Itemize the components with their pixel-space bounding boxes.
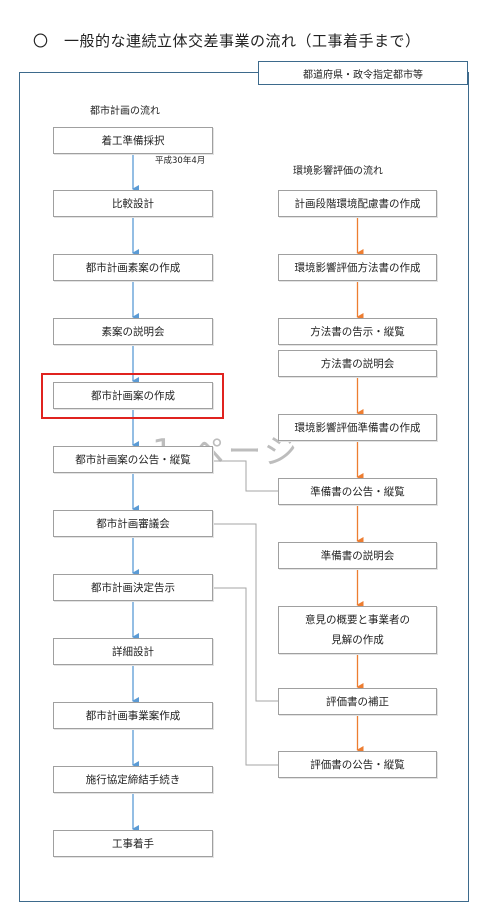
left-step-box: 都市計画事業案作成 [53, 702, 213, 729]
link-public-notice [213, 460, 278, 492]
right-step-box: 環境影響評価方法書の作成 [278, 254, 437, 281]
left-step-box: 比較設計 [53, 190, 213, 217]
left-step-box: 都市計画決定告示 [53, 574, 213, 601]
left-step-box: 素案の説明会 [53, 318, 213, 345]
cross-links [213, 460, 278, 766]
left-step-box: 詳細設計 [53, 638, 213, 665]
right-step-box: 準備書の説明会 [278, 542, 437, 569]
left-step-box: 施行協定締結手続き [53, 766, 213, 793]
left-step-box: 都市計画審議会 [53, 510, 213, 537]
link-council [213, 523, 278, 702]
left-step-box: 都市計画案の作成 [53, 382, 213, 409]
outer-frame [19, 72, 469, 902]
right-step-box: 環境影響評価準備書の作成 [278, 414, 437, 441]
right-step-box: 方法書の説明会 [278, 350, 437, 377]
right-step-box: 方法書の告示・縦覧 [278, 318, 437, 345]
owner-label: 都道府県・政令指定都市等 [258, 61, 468, 85]
left-step-box: 工事着手 [53, 830, 213, 857]
left-step-box: 都市計画案の公告・縦覧 [53, 446, 213, 473]
right-step-box: 意見の概要と事業者の 見解の作成 [278, 606, 437, 654]
right-heading: 環境影響評価の流れ [293, 166, 383, 177]
left-heading: 都市計画の流れ [90, 106, 160, 117]
highlight-frame [41, 373, 224, 419]
right-step-box: 準備書の公告・縦覧 [278, 478, 437, 505]
right-step-box: 評価書の公告・縦覧 [278, 751, 437, 778]
page-title: 〇 一般的な連続立体交差事業の流れ（工事着手まで） [33, 32, 421, 50]
date-note: 平成30年4月 [155, 156, 206, 166]
left-step-box: 着工準備採択 [53, 127, 213, 154]
right-step-box: 評価書の補正 [278, 688, 437, 715]
left-step-box: 都市計画素案の作成 [53, 254, 213, 281]
link-decision [213, 587, 278, 766]
right-step-box: 計画段階環境配慮書の作成 [278, 190, 437, 217]
